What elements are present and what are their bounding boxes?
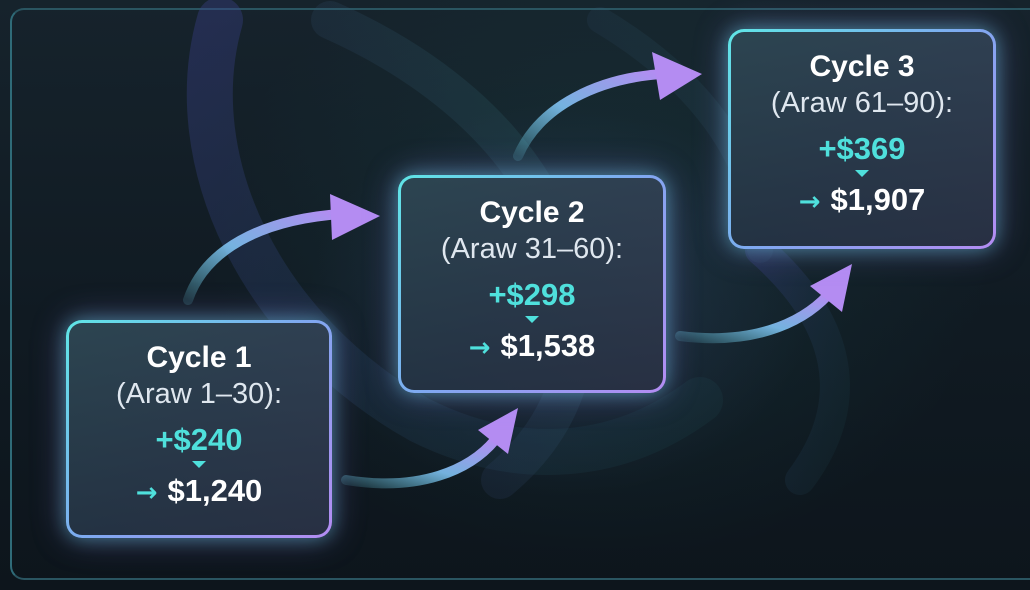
caret-down-icon — [525, 316, 539, 323]
cycle-1-total-row: → $1,240 — [69, 474, 329, 510]
cycle-3-title: Cycle 3 — [809, 50, 915, 83]
cycle-1-gain: +$240 — [155, 422, 243, 457]
frame-border — [10, 8, 1030, 580]
arrow-cycle1-to-cycle2-top — [183, 194, 380, 305]
arrow-cycle2-to-cycle3-top — [513, 52, 702, 161]
cycle-1-title: Cycle 1 — [146, 341, 252, 374]
arrow-right-icon: → — [468, 333, 491, 363]
cycle-2-title: Cycle 2 — [479, 196, 585, 229]
cycle-1-total: $1,240 — [167, 473, 263, 508]
arrow-right-icon: → — [798, 187, 821, 217]
cycle-2-gain: +$298 — [488, 277, 576, 312]
arrow-right-icon: → — [135, 478, 158, 508]
caret-down-icon — [192, 461, 206, 468]
cycle-2-range: (Araw 31–60): — [440, 233, 624, 265]
caret-down-icon — [855, 170, 869, 177]
arrow-cycle1-to-cycle2-bottom — [341, 408, 518, 489]
cycle-3-range: (Araw 61–90): — [770, 87, 954, 119]
cycle-1-card: Cycle 1 (Araw 1–30): +$240 → $1,240 — [66, 320, 332, 538]
cycle-2-total-row: → $1,538 — [401, 329, 663, 365]
cycle-3-card: Cycle 3 (Araw 61–90): +$369 → $1,907 — [728, 29, 996, 249]
cycle-3-total-row: → $1,907 — [731, 183, 993, 219]
cycle-3-gain: +$369 — [818, 131, 906, 166]
cycle-2-card: Cycle 2 (Araw 31–60): +$298 → $1,538 — [398, 175, 666, 393]
cycle-3-total: $1,907 — [830, 182, 926, 217]
cycle-2-total: $1,538 — [500, 328, 596, 363]
cycle-1-range: (Araw 1–30): — [115, 378, 282, 410]
arrow-cycle2-to-cycle3-bottom — [675, 264, 852, 344]
